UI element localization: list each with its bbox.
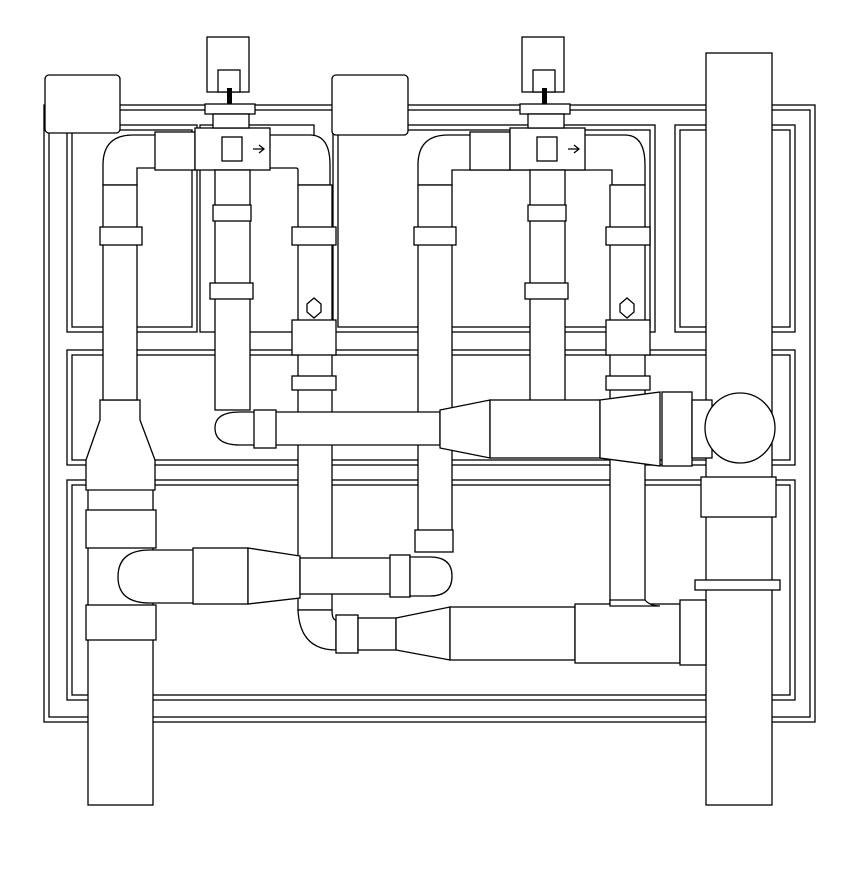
label-plate-left: [44, 74, 121, 134]
left-main-pipe: [85, 399, 157, 806]
lower-horizontal-pipe: [117, 547, 453, 605]
middle-horizontal-pipe: [214, 391, 776, 467]
label-plate-center: [331, 74, 409, 136]
valve-assembly-right: [413, 36, 651, 606]
bottom-horizontal-pipe: [297, 579, 781, 666]
valve-assembly-left: [99, 36, 337, 611]
